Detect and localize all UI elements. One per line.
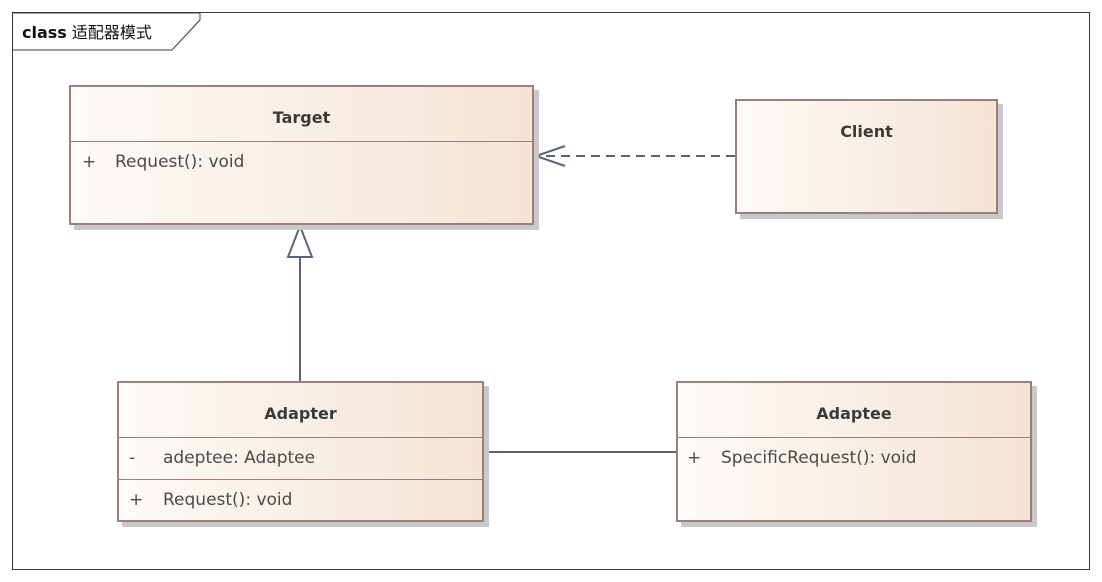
class-adapter-separator	[119, 437, 482, 438]
dependency-arrowhead	[532, 145, 566, 167]
class-target-name: Target	[272, 108, 331, 127]
generalization-arrowhead	[286, 223, 314, 258]
class-adapter-name: Adapter	[264, 404, 337, 423]
class-target[interactable]: Target + Request(): void	[69, 85, 534, 225]
diagram-frame	[12, 12, 1090, 570]
visibility-marker: +	[687, 448, 702, 468]
frame-title-tab	[13, 12, 201, 51]
attribute-signature: adeptee: Adaptee	[163, 448, 316, 468]
class-adaptee[interactable]: Adaptee + SpecificRequest(): void	[676, 381, 1032, 522]
operation-signature: Request(): void	[115, 152, 245, 172]
diagram-name: 适配器模式	[71, 23, 152, 42]
class-client[interactable]: Client	[735, 99, 998, 214]
operation-signature: Request(): void	[163, 490, 293, 510]
diagram-title: class 适配器模式	[22, 19, 152, 43]
operation-signature: SpecificRequest(): void	[721, 448, 917, 468]
class-client-name: Client	[840, 122, 893, 141]
visibility-marker: +	[129, 490, 144, 510]
visibility-marker: +	[82, 152, 97, 172]
class-adapter-separator-2	[119, 479, 482, 480]
class-adapter[interactable]: Adapter - adeptee: Adaptee + Request(): …	[117, 381, 484, 522]
class-adaptee-name: Adaptee	[816, 404, 892, 423]
class-adaptee-separator	[678, 437, 1030, 438]
visibility-marker: -	[129, 448, 136, 468]
diagram-keyword: class	[22, 23, 67, 42]
class-target-separator	[71, 141, 532, 142]
